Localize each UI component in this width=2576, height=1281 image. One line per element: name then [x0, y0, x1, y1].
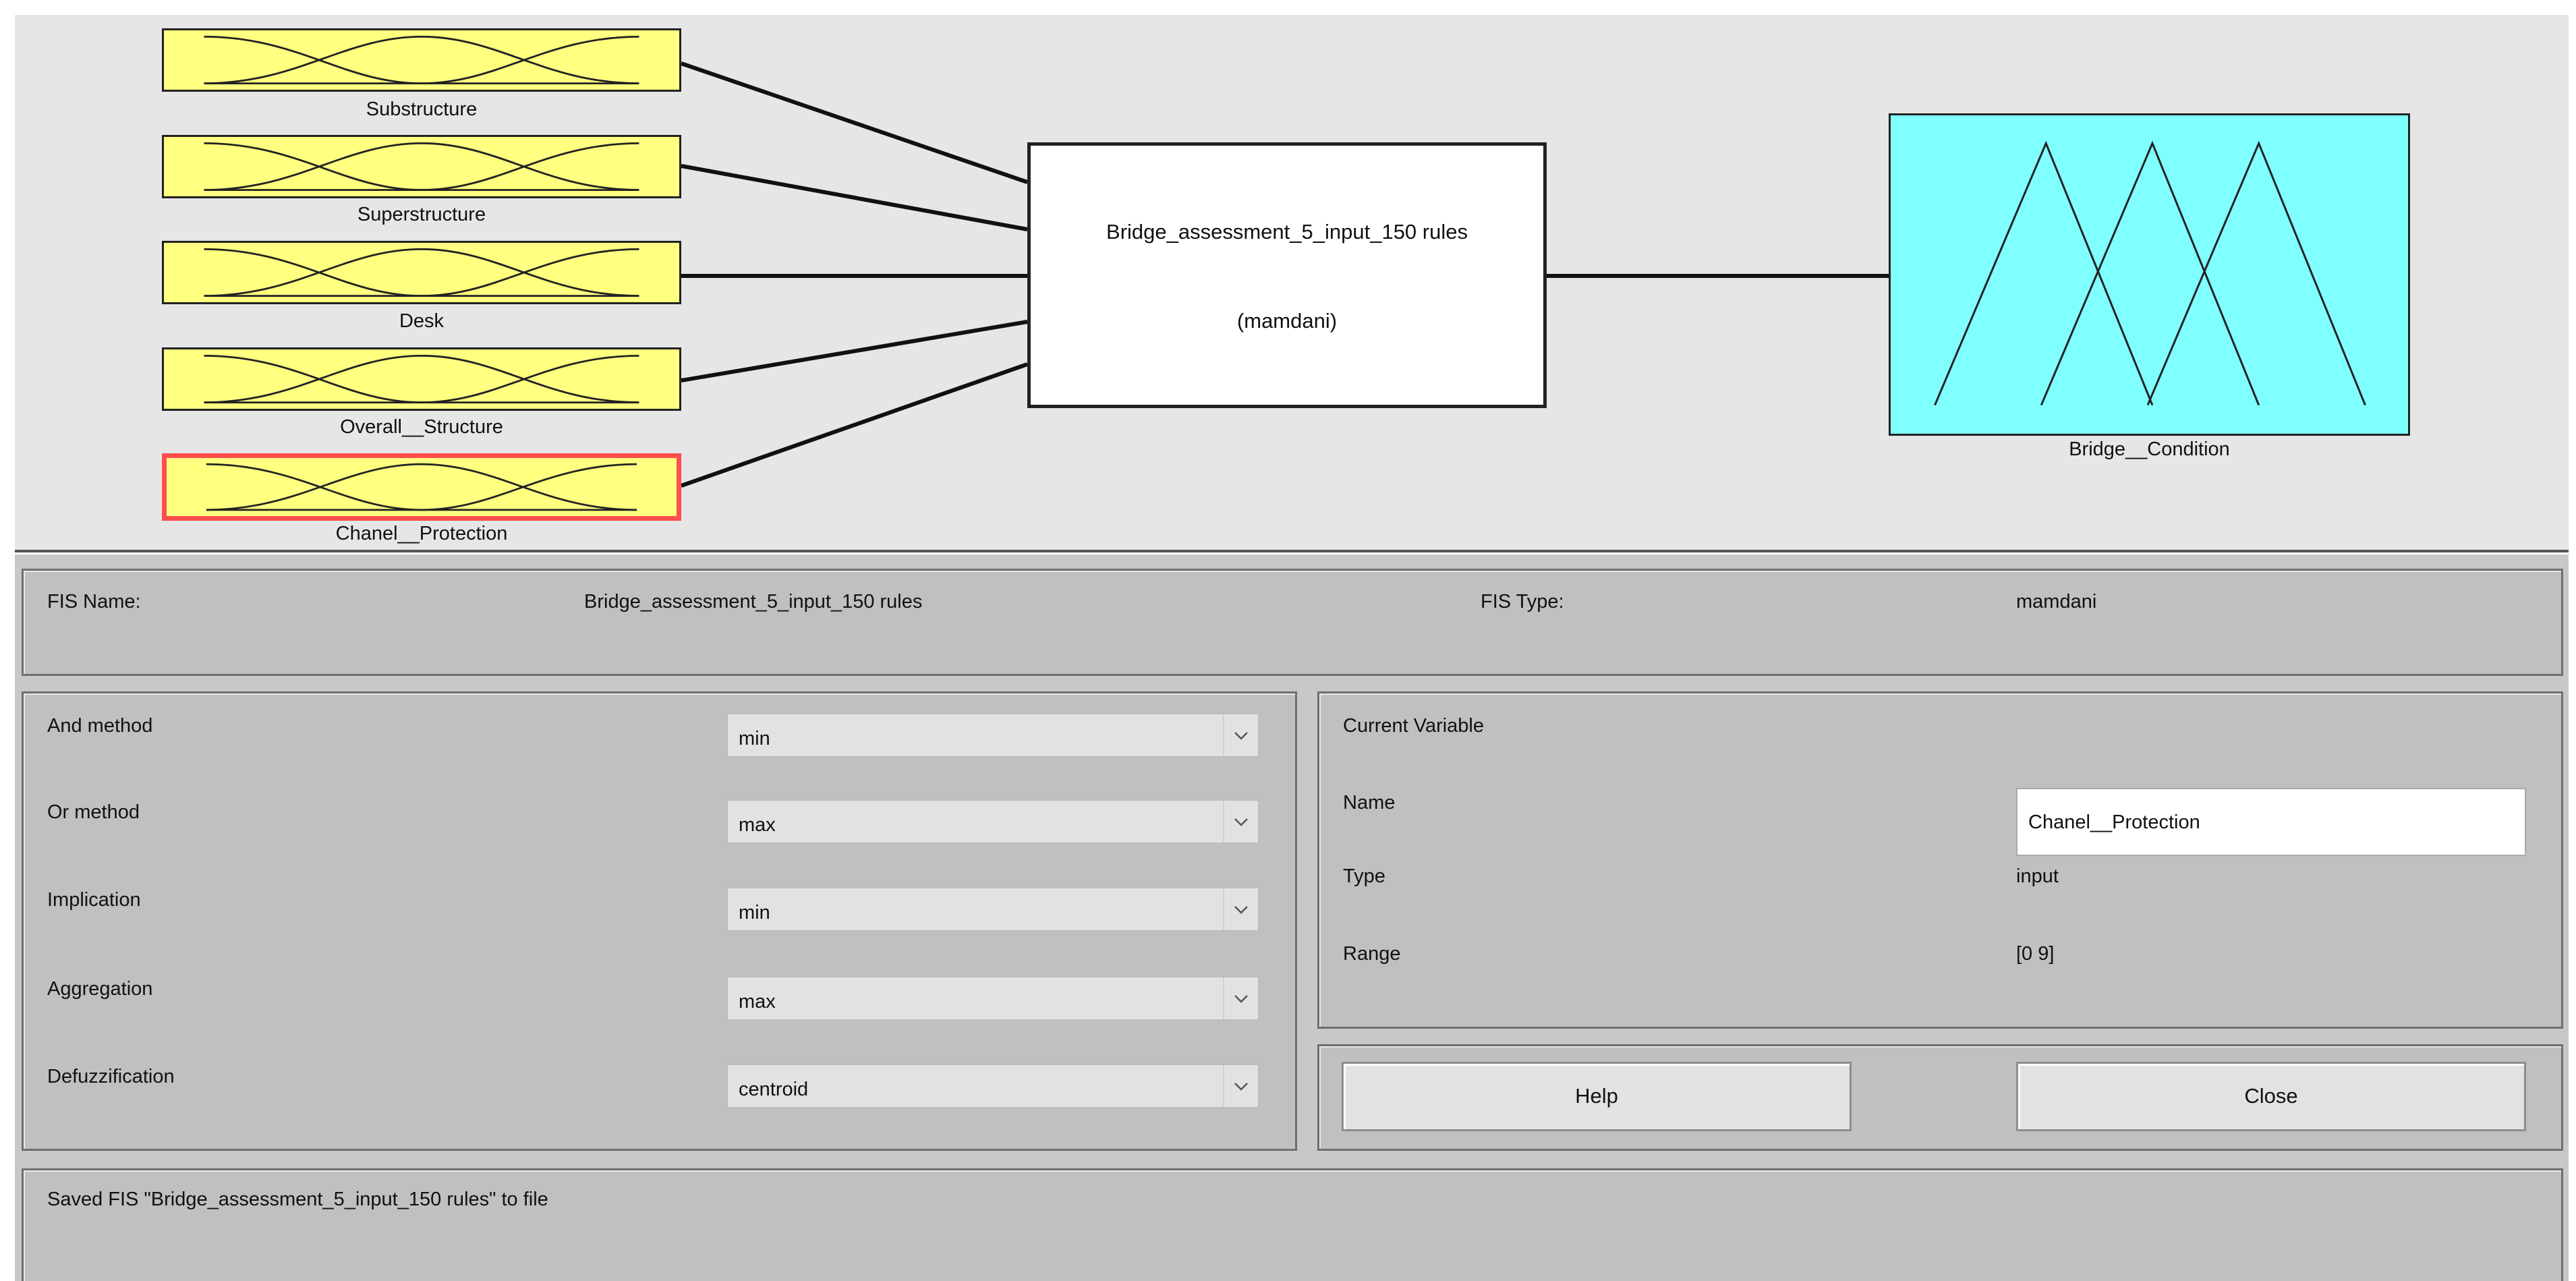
output-label-bridge-condition: Bridge__Condition: [2069, 438, 2230, 460]
chevron-down-icon: [1223, 977, 1258, 1019]
fis-block-name: Bridge_assessment_5_input_150 rules: [1106, 220, 1468, 244]
variable-type-value: input: [2016, 865, 2059, 887]
input-label-chanel-protection: Chanel__Protection: [335, 523, 508, 544]
fis-name-value: Bridge_assessment_5_input_150 rules: [584, 591, 923, 613]
defuzzification-select[interactable]: centroid: [726, 1064, 1259, 1108]
implication-select[interactable]: min: [726, 887, 1259, 932]
defuzzification-value: centroid: [739, 1079, 809, 1100]
aggregation-select[interactable]: max: [726, 976, 1259, 1021]
status-message: Saved FIS "Bridge_assessment_5_input_150…: [47, 1189, 548, 1210]
aggregation-label: Aggregation: [47, 978, 153, 1000]
variable-type-label: Type: [1343, 865, 1385, 887]
or-method-select[interactable]: max: [726, 799, 1259, 844]
close-button[interactable]: Close: [2016, 1062, 2526, 1131]
status-panel: [22, 1168, 2563, 1281]
aggregation-value: max: [739, 991, 776, 1013]
input-label-superstructure: Superstructure: [357, 204, 486, 225]
mf-curves-icon: [204, 248, 639, 297]
fis-block-type: (mamdani): [1236, 309, 1338, 333]
input-mf-desk[interactable]: [162, 241, 681, 304]
triangle-mf-icon: [1934, 140, 2366, 406]
fis-type-label: FIS Type:: [1481, 591, 1564, 613]
implication-value: min: [739, 902, 770, 923]
and-method-label: And method: [47, 715, 153, 737]
implication-label: Implication: [47, 889, 141, 911]
fis-type-value: mamdani: [2016, 591, 2097, 613]
chevron-down-icon: [1223, 714, 1258, 756]
input-label-desk: Desk: [399, 310, 445, 332]
mf-curves-icon: [204, 354, 639, 404]
input-mf-overall-structure[interactable]: [162, 347, 681, 411]
variable-name-field[interactable]: [2016, 788, 2526, 856]
fis-name-label: FIS Name:: [47, 591, 141, 613]
mf-curves-icon: [204, 35, 639, 85]
fis-info-panel: [22, 569, 2563, 676]
mf-curves-icon: [204, 142, 639, 192]
divider: [15, 550, 2569, 552]
output-mf-bridge-condition[interactable]: [1889, 113, 2410, 436]
and-method-select[interactable]: min: [726, 713, 1259, 758]
help-button[interactable]: Help: [1342, 1062, 1852, 1131]
and-method-value: min: [739, 728, 770, 749]
input-mf-superstructure[interactable]: [162, 135, 681, 198]
mf-curves-icon: [206, 463, 637, 511]
or-method-value: max: [739, 814, 776, 836]
chevron-down-icon: [1223, 801, 1258, 843]
defuzzification-label: Defuzzification: [47, 1066, 175, 1087]
current-variable-panel: [1317, 691, 2563, 1029]
variable-range-value: [0 9]: [2016, 943, 2055, 965]
input-mf-chanel-protection[interactable]: [162, 453, 681, 521]
variable-range-label: Range: [1343, 943, 1401, 965]
input-label-substructure: Substructure: [366, 98, 478, 120]
variable-name-input[interactable]: [2027, 811, 2502, 834]
chevron-down-icon: [1223, 888, 1258, 930]
chevron-down-icon: [1223, 1065, 1258, 1107]
input-mf-substructure[interactable]: [162, 28, 681, 92]
or-method-label: Or method: [47, 801, 140, 823]
input-label-overall-structure: Overall__Structure: [340, 416, 503, 438]
fis-rule-block[interactable]: Bridge_assessment_5_input_150 rules (mam…: [1027, 142, 1547, 408]
variable-name-label: Name: [1343, 792, 1396, 814]
current-variable-title: Current Variable: [1343, 715, 1485, 737]
